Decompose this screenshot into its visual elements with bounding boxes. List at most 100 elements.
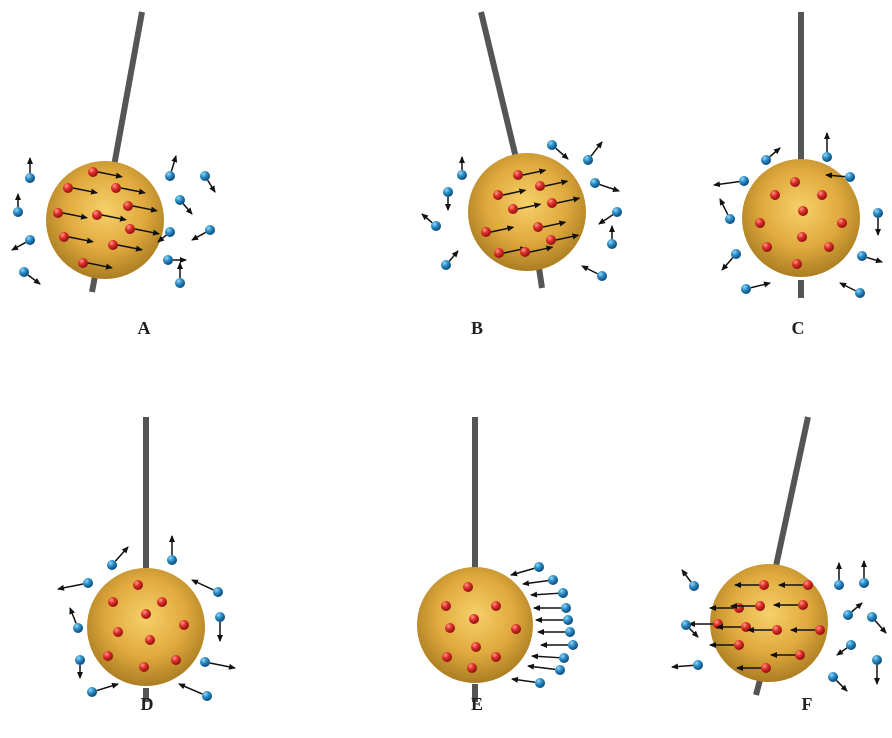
motion-arrow-icon	[839, 282, 856, 292]
red-particle-icon	[463, 582, 473, 592]
motion-arrow-icon	[719, 198, 729, 215]
motion-arrow-icon	[207, 179, 216, 193]
red-particle-icon	[837, 218, 847, 228]
bob-stem	[753, 679, 763, 696]
red-particle-icon	[795, 650, 805, 660]
motion-arrow-icon	[750, 281, 771, 289]
motion-arrow-icon	[555, 233, 580, 241]
blue-particle-icon	[739, 176, 749, 186]
blue-particle-icon	[731, 249, 741, 259]
blue-particle-icon	[175, 278, 185, 288]
panel-label-d: D	[141, 694, 154, 714]
red-particle-icon	[535, 181, 545, 191]
blue-particle-icon	[689, 581, 699, 591]
blue-particle-icon	[202, 691, 212, 701]
blue-particle-icon	[215, 612, 225, 622]
panel-e	[417, 417, 578, 702]
red-particle-icon	[78, 258, 88, 268]
motion-arrow-icon	[522, 579, 549, 587]
bob-stem	[536, 267, 545, 289]
blue-particle-icon	[13, 207, 23, 217]
blue-particle-icon	[597, 271, 607, 281]
motion-arrow-icon	[101, 214, 127, 222]
red-particle-icon	[511, 624, 521, 634]
red-particle-icon	[113, 627, 123, 637]
pendulum-bob-icon	[46, 161, 164, 279]
red-particle-icon	[762, 242, 772, 252]
red-particle-icon	[123, 201, 133, 211]
red-particle-icon	[471, 642, 481, 652]
motion-arrow-icon	[96, 682, 119, 692]
blue-particle-icon	[681, 620, 691, 630]
red-particle-icon	[157, 597, 167, 607]
panel-d	[57, 417, 236, 702]
red-particle-icon	[469, 614, 479, 624]
blue-particle-icon	[828, 672, 838, 682]
blue-particle-icon	[165, 171, 175, 181]
red-particle-icon	[798, 600, 808, 610]
red-particle-icon	[108, 597, 118, 607]
red-particle-icon	[792, 259, 802, 269]
red-particle-icon	[761, 663, 771, 673]
blue-particle-icon	[25, 173, 35, 183]
red-particle-icon	[139, 662, 149, 672]
motion-arrow-icon	[157, 234, 167, 243]
blue-particle-icon	[19, 267, 29, 277]
motion-arrow-icon	[866, 256, 883, 264]
blue-particle-icon	[846, 640, 856, 650]
red-particle-icon	[772, 625, 782, 635]
motion-arrow-icon	[72, 187, 98, 195]
motion-arrow-icon	[209, 662, 236, 670]
panel-label-e: E	[471, 694, 483, 714]
blue-particle-icon	[873, 208, 883, 218]
blue-particle-icon	[200, 657, 210, 667]
red-particle-icon	[125, 224, 135, 234]
motion-arrow-icon	[421, 213, 433, 224]
motion-arrow-icon	[120, 187, 146, 195]
motion-arrow-icon	[191, 579, 214, 591]
red-particle-icon	[815, 625, 825, 635]
blue-particle-icon	[565, 627, 575, 637]
red-particle-icon	[755, 218, 765, 228]
blue-particle-icon	[555, 665, 565, 675]
red-particle-icon	[508, 204, 518, 214]
red-particle-icon	[63, 183, 73, 193]
red-particle-icon	[491, 601, 501, 611]
red-particle-icon	[179, 620, 189, 630]
red-particle-icon	[103, 651, 113, 661]
red-particle-icon	[145, 635, 155, 645]
motion-arrow-icon	[721, 257, 734, 271]
red-particle-icon	[803, 580, 813, 590]
motion-arrow-icon	[522, 168, 547, 176]
blue-particle-icon	[872, 655, 882, 665]
red-particle-icon	[491, 652, 501, 662]
blue-particle-icon	[205, 225, 215, 235]
motion-arrow-icon	[117, 244, 143, 252]
panel-b	[421, 11, 622, 289]
motion-arrow-icon	[134, 228, 160, 236]
red-particle-icon	[520, 247, 530, 257]
red-particle-icon	[467, 663, 477, 673]
blue-particle-icon	[107, 560, 117, 570]
motion-arrow-icon	[598, 214, 614, 225]
red-particle-icon	[133, 580, 143, 590]
red-particle-icon	[734, 603, 744, 613]
red-particle-icon	[141, 609, 151, 619]
motion-arrow-icon	[68, 236, 94, 244]
motion-arrow-icon	[97, 171, 123, 179]
blue-particle-icon	[163, 255, 173, 265]
panel-label-a: A	[138, 318, 151, 338]
red-particle-icon	[88, 167, 98, 177]
motion-arrow-icon	[713, 180, 740, 188]
blue-particle-icon	[75, 655, 85, 665]
blue-particle-icon	[568, 640, 578, 650]
blue-particle-icon	[843, 610, 853, 620]
motion-arrow-icon	[114, 546, 129, 562]
motion-arrow-icon	[581, 265, 598, 275]
red-particle-icon	[824, 242, 834, 252]
blue-particle-icon	[535, 678, 545, 688]
red-particle-icon	[92, 210, 102, 220]
red-particle-icon	[797, 232, 807, 242]
blue-particle-icon	[87, 687, 97, 697]
